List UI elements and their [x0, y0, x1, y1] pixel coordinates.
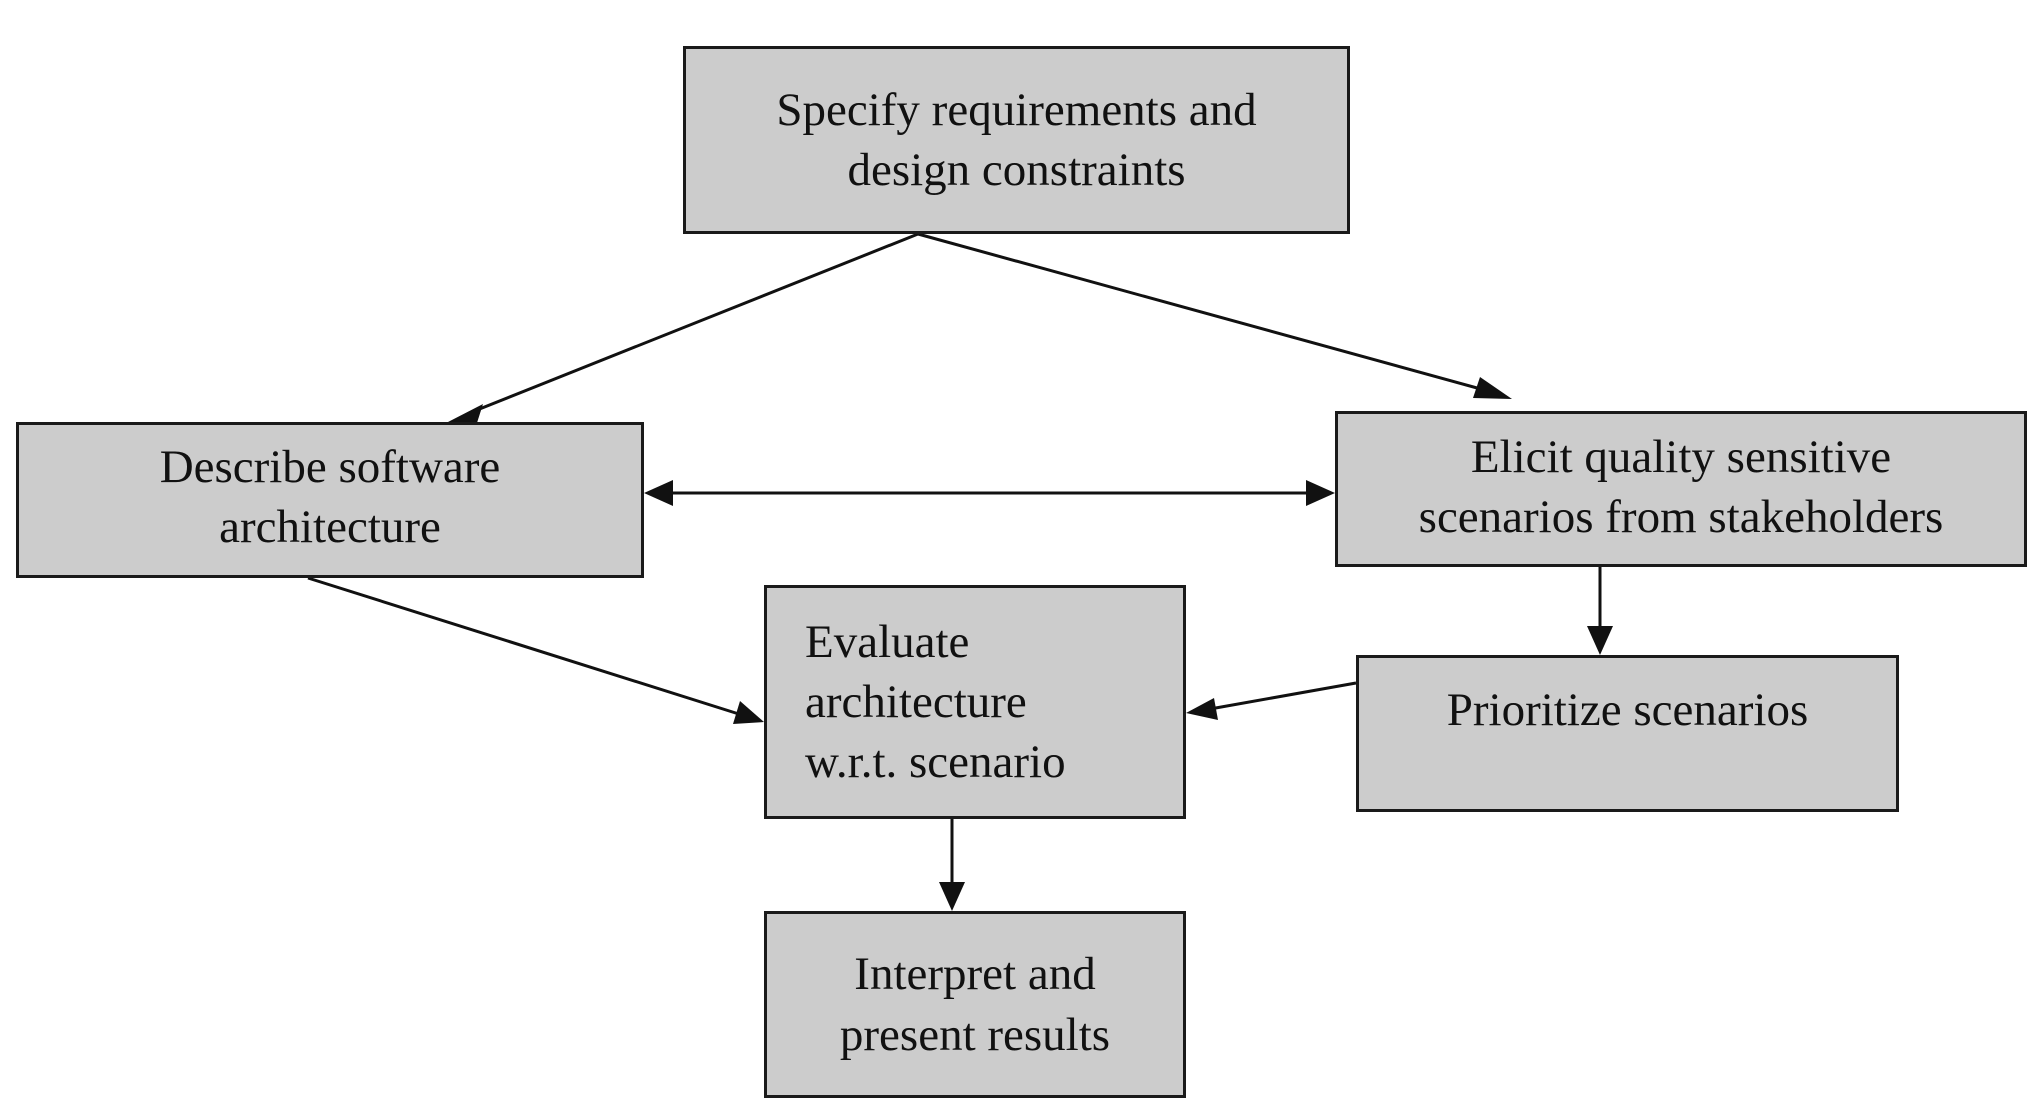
node-label-line: Specify requirements and: [776, 83, 1257, 136]
node-label-line: Interpret and: [854, 948, 1096, 1001]
node-label-line: Evaluate: [805, 615, 970, 668]
arrowhead-describe-from-elicit: [644, 480, 673, 506]
node-describe-architecture: Describe software architecture: [16, 422, 644, 578]
arrowhead-elicit-from-specify: [1473, 377, 1512, 399]
node-elicit-scenarios: Elicit quality sensitive scenarios from …: [1335, 411, 2027, 567]
node-evaluate-architecture: Evaluate architecture w.r.t. scenario: [764, 585, 1186, 819]
arrowhead-describe-from-specify: [448, 404, 483, 426]
edge-prioritize-to-evaluate: [1209, 681, 1357, 711]
arrowhead-elicit-from-describe: [1306, 480, 1335, 506]
node-label-line: Describe software: [159, 440, 501, 493]
node-label-line: present results: [839, 1008, 1111, 1061]
node-label-line: architecture: [805, 675, 1027, 728]
arrowhead-evaluate-from-prioritize: [1186, 698, 1218, 720]
node-label-line: Elicit quality sensitive: [1470, 430, 1892, 483]
node-prioritize-scenarios: Prioritize scenarios: [1356, 655, 1899, 812]
node-label-line: design constraints: [847, 144, 1186, 196]
edge-specify-to-elicit: [917, 232, 1489, 393]
arrowhead-prioritize-from-elicit: [1587, 626, 1613, 655]
edge-describe-to-evaluate: [307, 576, 743, 717]
node-interpret-results: Interpret and present results: [764, 911, 1186, 1098]
edge-specify-to-describe: [471, 232, 919, 414]
node-specify-requirements: Specify requirements and design constrai…: [683, 46, 1350, 234]
arrowhead-interpret-from-evaluate: [939, 882, 965, 911]
node-label-line: Prioritize scenarios: [1446, 684, 1809, 736]
node-label-line: scenarios from stakeholders: [1418, 491, 1944, 543]
node-label-line: architecture: [219, 501, 441, 553]
arrowhead-evaluate-from-describe: [733, 701, 764, 724]
node-label-line: w.r.t. scenario: [805, 736, 1066, 789]
